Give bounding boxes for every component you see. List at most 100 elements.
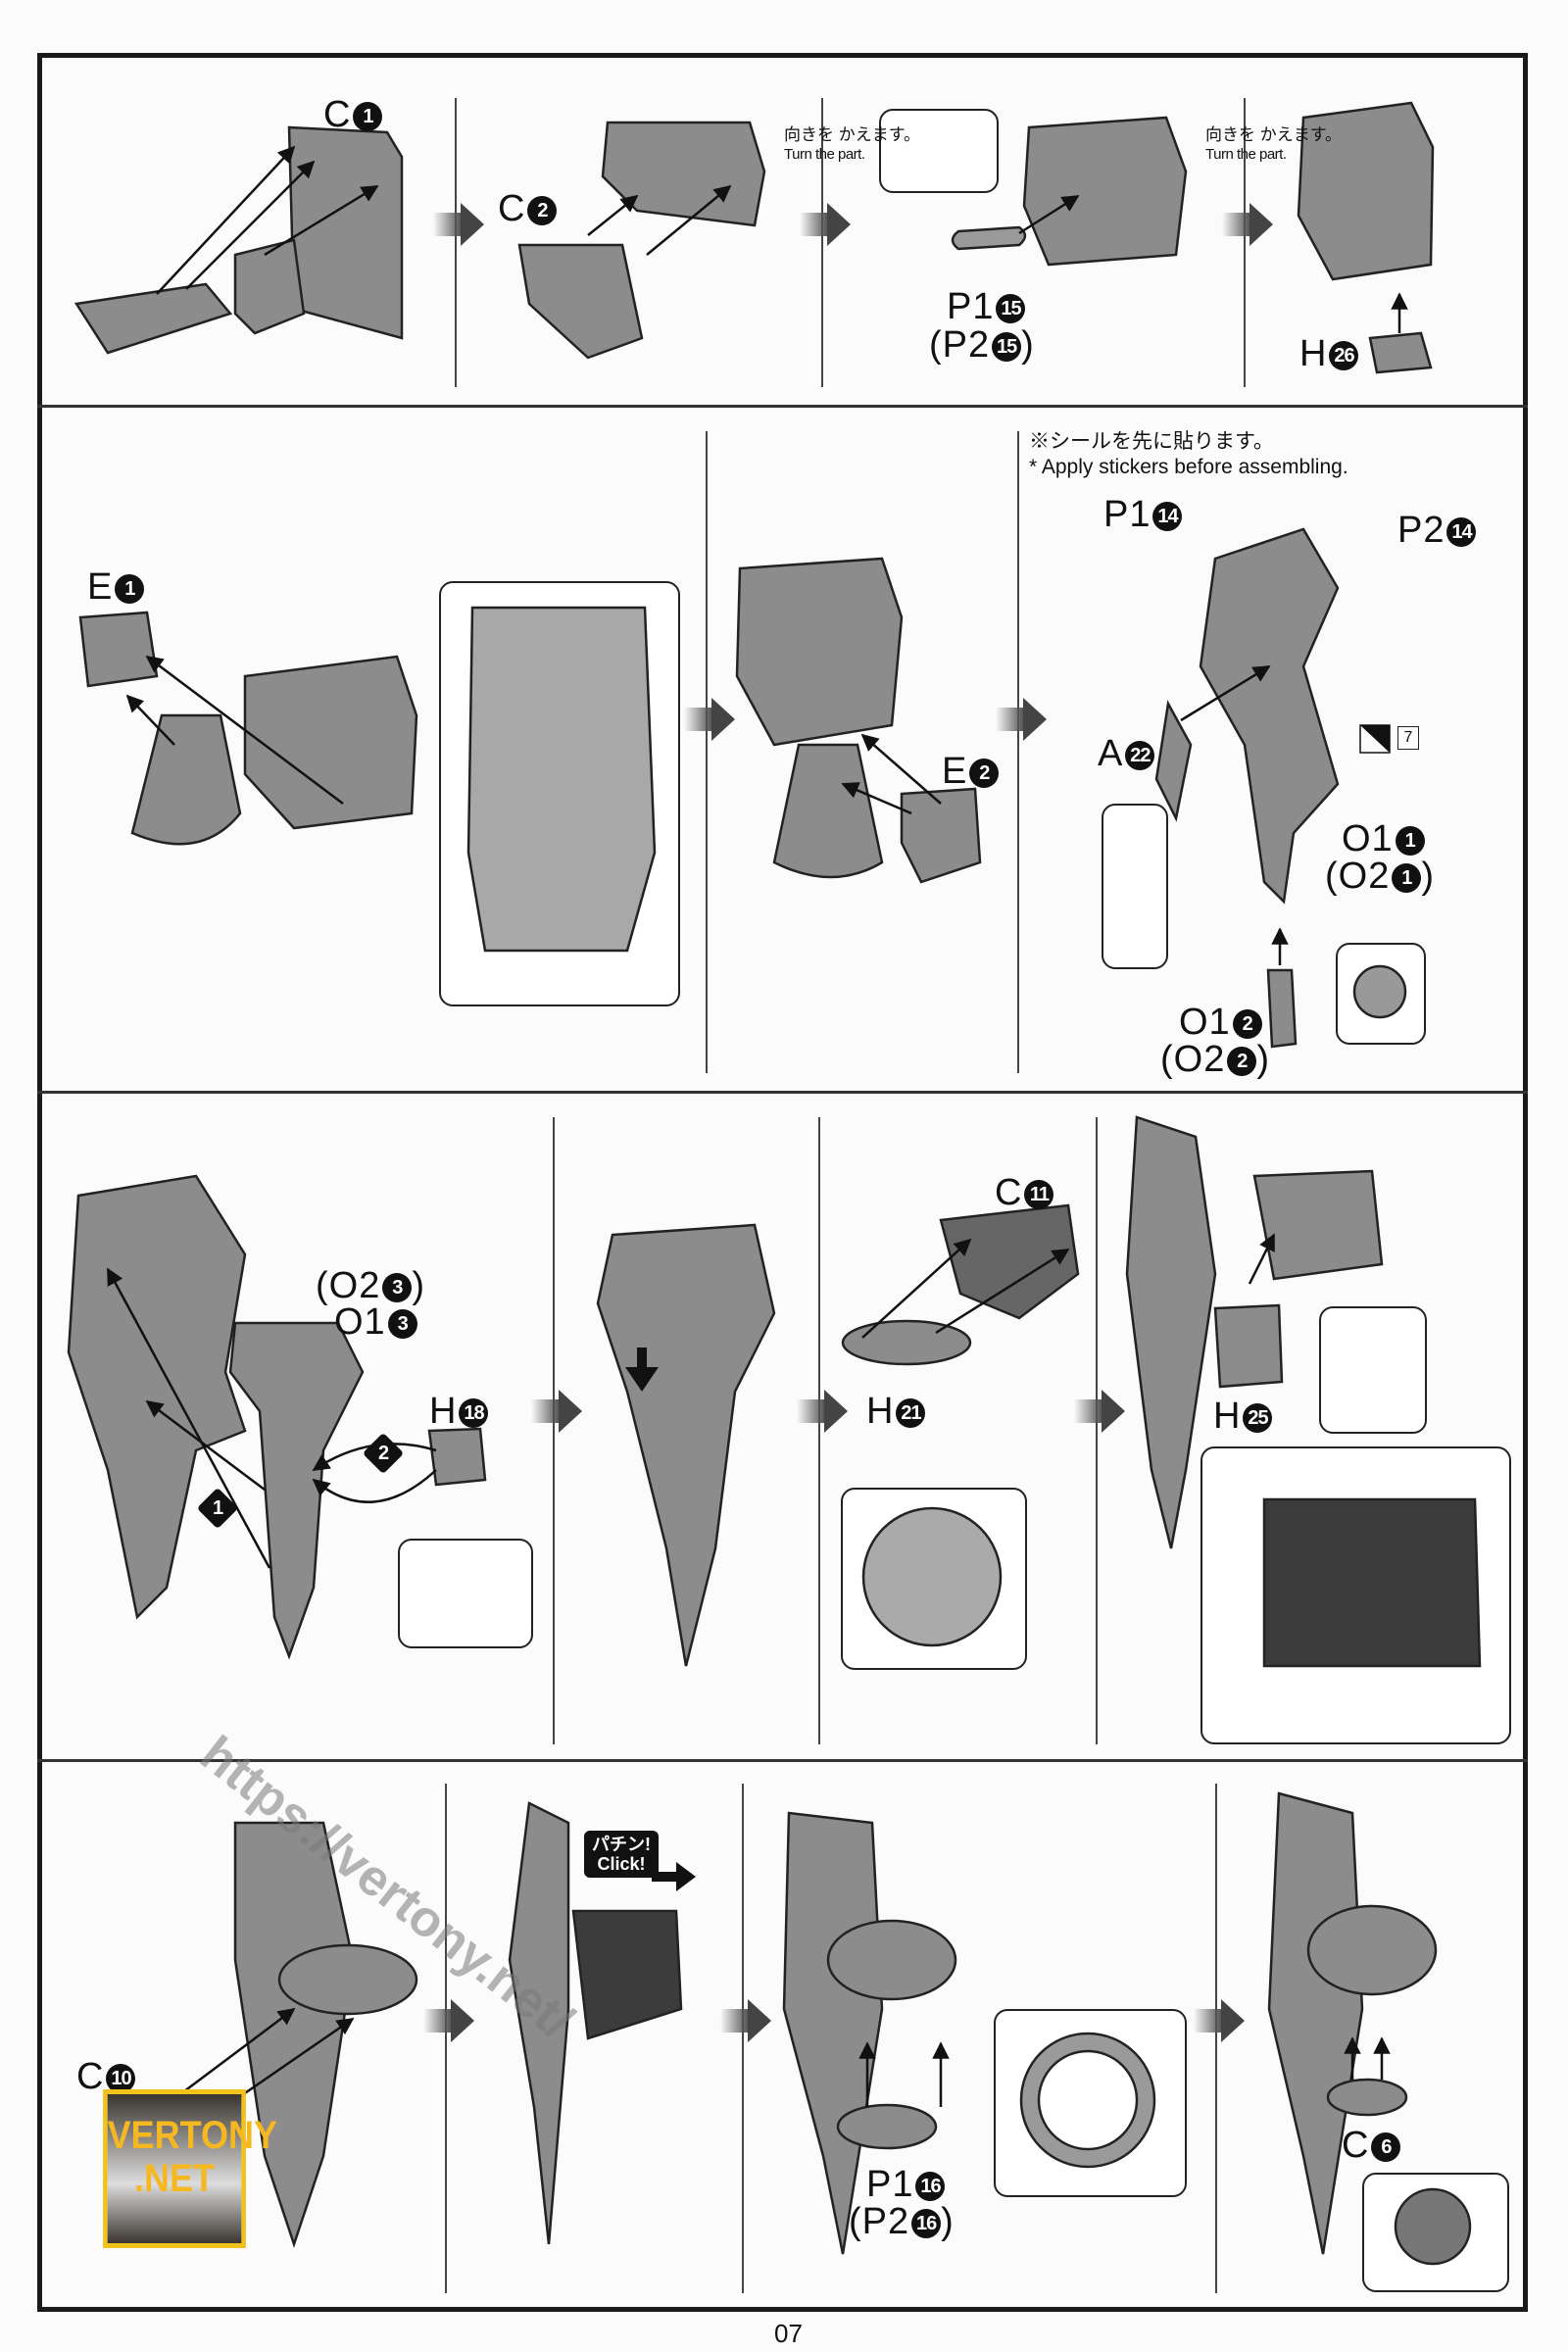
step-divider [1215,1784,1217,2293]
step-divider [553,1117,555,1744]
next-step-arrow-icon [800,203,851,246]
click-callout: パチン!Click! [584,1831,659,1878]
next-step-arrow-icon [996,698,1047,741]
part-c11 [939,1203,1080,1320]
part-e1 [78,611,159,688]
next-step-arrow-icon [531,1390,582,1433]
part-o1-2 [1266,968,1298,1049]
part-leg-fin [233,1821,355,2248]
part-hip-block-dark [571,1909,683,2040]
part-c6 [1326,2078,1408,2117]
sticker-note: ※シールを先に貼ります。* Apply stickers before asse… [1029,430,1348,478]
next-step-arrow-icon [797,1390,848,1433]
part-c10-ring [277,1943,418,2016]
turn-part-note: 向きを かえます。Turn the part. [1205,125,1343,163]
part-head-block [243,655,418,830]
sticker-placement-icon [1359,724,1391,754]
step-marker-2: 2 [362,1432,405,1475]
next-step-arrow-icon [1194,1999,1245,2042]
part-peg [1352,964,1407,1019]
detail-inset [1319,1306,1427,1434]
part-head-block [1297,101,1435,281]
step-divider [1244,98,1246,387]
step-divider [821,98,823,387]
part-o1-1-fin [1199,527,1340,905]
row-divider [37,1759,1528,1762]
part-head-block [1022,116,1188,267]
step-divider [742,1784,744,2293]
part-head-block [735,557,904,747]
part-hip-detail [1262,1497,1482,1668]
part-p1-15-ring [951,225,1027,251]
detail-inset [1102,804,1168,969]
push-arrow-icon [652,1862,696,1891]
part-leg-fin [508,1801,570,2245]
next-step-arrow-icon [433,203,484,246]
part-h26 [1368,331,1433,374]
part-o1-3 [228,1321,365,1660]
push-down-arrow-icon [625,1348,659,1392]
step-divider [818,1117,820,1744]
part-c6-detail [1394,2187,1472,2266]
watermark-logo: VERTONY.NET [103,2089,277,2248]
part-block [74,282,233,355]
part-cone [130,713,242,846]
part-leg-fin [596,1223,776,1667]
next-step-arrow-icon [720,1999,771,2042]
step-divider [455,98,457,387]
part-c1 [287,125,404,340]
part-e2 [900,787,982,884]
step-divider [1017,431,1019,1073]
part-p1-16 [836,2103,938,2150]
part-head-block [601,121,766,227]
page-number: 07 [774,2319,803,2348]
callout-bubble [879,109,999,193]
step-marker-1: 1 [196,1487,239,1530]
turn-part-note: 向きを かえます。Turn the part. [784,125,921,163]
part-hip-cylinder [1306,1904,1438,1996]
detail-inset [398,1539,533,1648]
row-divider [37,405,1528,408]
part-hip-block [1252,1169,1384,1281]
part-h25 [1213,1303,1284,1389]
part-hip-cylinder [826,1919,957,2001]
next-step-arrow-icon [684,698,735,741]
part-h18 [427,1427,487,1487]
step-divider [445,1784,447,2293]
row-divider [37,1091,1528,1094]
part-assembled-inset [466,606,657,953]
page-frame [37,53,1528,2312]
part-h21-detail [861,1506,1003,1647]
part-h21 [841,1319,972,1366]
part-a22 [1154,700,1193,822]
part-leg-fin [67,1174,247,1620]
step-divider [706,431,708,1073]
part-c2 [517,243,644,360]
next-step-arrow-icon [423,1999,474,2042]
part-leg-fin [1125,1115,1217,1549]
part-leg-fin [1267,1791,1364,2255]
part-joint [233,238,306,335]
